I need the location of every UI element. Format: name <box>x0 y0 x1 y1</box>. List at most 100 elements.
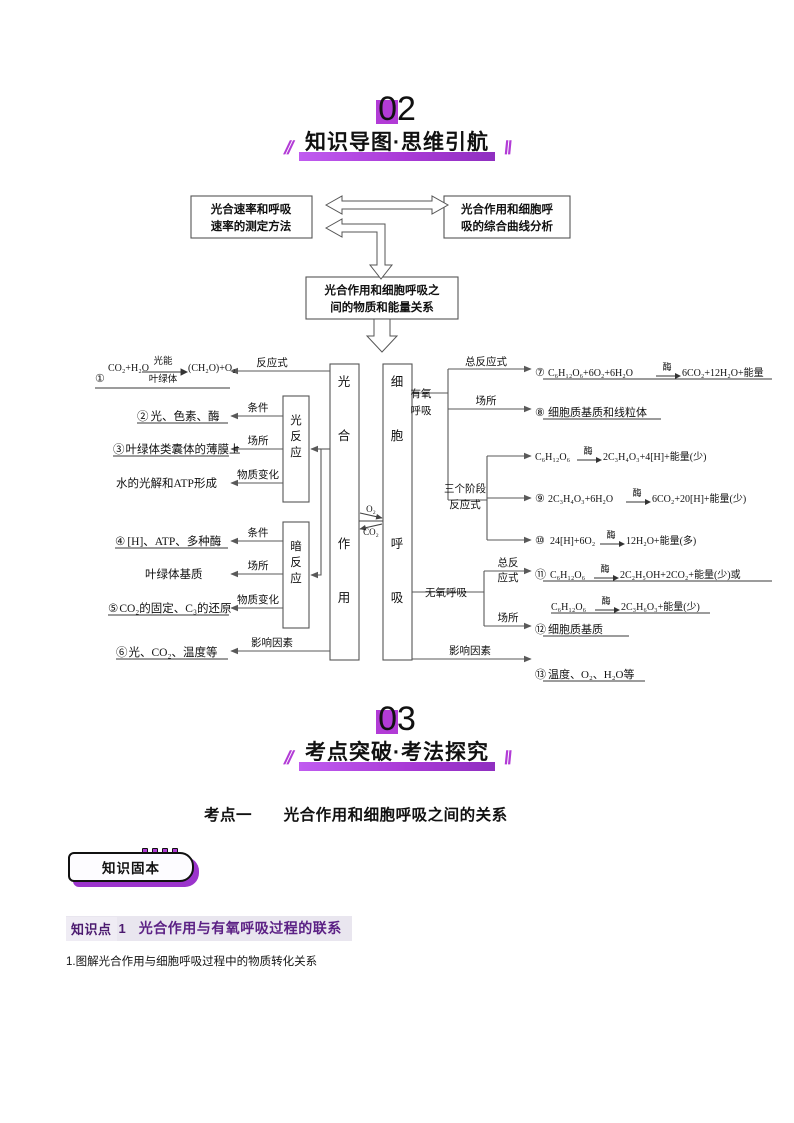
box-right-line2: 吸的综合曲线分析 <box>461 219 553 233</box>
kaodian-title: 光合作用和细胞呼吸之间的关系 <box>283 807 508 824</box>
right-item-11b-enzyme: 酶 <box>601 595 610 606</box>
right-item-7-rhs: 6CO₂+12H₂O+能量 <box>682 366 764 379</box>
kaodian-label: 考点一 <box>204 807 253 824</box>
svg-text:应: 应 <box>290 571 302 585</box>
right-item-s1-rhs: 2C₃H₄O₃+4[H]+能量(少) <box>603 450 706 463</box>
right-item-s1-enzyme: 酶 <box>583 445 592 456</box>
left-item-7-text: CO₂的固定、C₃的还原 <box>119 601 231 615</box>
dark-reaction-label: 暗反应 <box>290 539 302 585</box>
svg-text:光: 光 <box>338 375 351 389</box>
edge-label-total-eq-1: 总反应式 <box>465 355 507 368</box>
svg-text:应: 应 <box>290 445 302 459</box>
zhishi-guben-tab[interactable]: 知识固本 <box>66 848 206 892</box>
right-item-8-id: ⑧ <box>535 407 545 419</box>
spine-respiration-label: 细胞 呼吸 <box>391 375 404 605</box>
zhishidian-number: 1 <box>118 920 126 936</box>
light-reaction-label: 光反应 <box>290 413 302 459</box>
svg-text:胞: 胞 <box>391 429 404 443</box>
section-title-03: 考点突破·考法探究 <box>305 741 489 764</box>
right-item-9-rhs: 6CO₂+20[H]+能量(少) <box>652 492 746 505</box>
svg-text:用: 用 <box>338 591 351 605</box>
section-number-square-03 <box>376 710 399 734</box>
svg-text:反: 反 <box>290 430 302 443</box>
edge-label-total-eq-2-line2: 应式 <box>498 571 519 584</box>
gas-o2-label: O₂ <box>366 504 376 514</box>
knowledge-map-diagram: 光合速率和呼吸 速率的测定方法 光合作用和细胞呼 吸的综合曲线分析 光合作用和细… <box>95 195 772 682</box>
section-title-wrap-02: 知识导图·思维引航 <box>299 126 495 162</box>
section-number-text-02: 02 <box>378 90 416 128</box>
svg-text:反: 反 <box>290 556 302 569</box>
edge-label-reaction-formula: 反应式 <box>256 356 288 369</box>
left-item-1-lhs: CO₂+H₂O <box>108 363 149 374</box>
left-item-3: ③叶绿体类囊体的薄膜上 <box>113 442 241 456</box>
box-center-line1: 光合作用和细胞呼吸之 <box>324 283 440 297</box>
stages-label-line2: 反应式 <box>449 498 481 511</box>
spine-photosynthesis-label: 光合 作用 <box>338 375 351 605</box>
right-item-13-text: 温度、O₂、H₂O等 <box>548 667 635 681</box>
svg-text:细: 细 <box>391 375 404 389</box>
left-item-4-text: 水的光解和ATP形成 <box>116 476 217 490</box>
banner-slash-right-03: \\ <box>500 748 514 769</box>
zhishidian-tag: 知识点 <box>66 916 117 941</box>
left-item-1-rhs: (CH₂O)+O₂ <box>188 363 236 374</box>
svg-text:呼: 呼 <box>391 537 404 551</box>
left-item-2-id: ② <box>137 410 149 423</box>
edge-label-site-anaerobic: 场所 <box>498 611 519 624</box>
left-item-6-text: 叶绿体基质 <box>145 567 203 581</box>
edge-label-matter-change-2: 物质变化 <box>237 593 279 606</box>
edge-label-matter-change-1: 物质变化 <box>237 468 279 481</box>
left-item-7-id: ⑤ <box>108 603 118 615</box>
left-item-7: ⑤CO₂的固定、C₃的还原 <box>108 601 231 615</box>
aerobic-label-line2: 呼吸 <box>411 405 432 417</box>
section-banner-02: 02 // 知识导图·思维引航 \\ <box>0 90 794 162</box>
right-item-11-lhs: C₆H₁₂O₆ <box>550 570 586 581</box>
right-item-10-enzyme: 酶 <box>606 529 615 540</box>
tab-body: 知识固本 <box>68 852 194 882</box>
section-number-02: 02 <box>376 90 416 128</box>
right-item-11b-rhs: 2C₃H₆O₃+能量(少) <box>621 600 700 613</box>
edge-label-condition-1: 条件 <box>248 401 269 414</box>
svg-text:作: 作 <box>338 537 351 551</box>
edge-label-site-2: 场所 <box>248 559 269 572</box>
right-item-11-enzyme: 酶 <box>600 563 609 574</box>
edge-label-total-eq-2-line1: 总反 <box>498 556 519 569</box>
svg-text:暗: 暗 <box>290 539 302 553</box>
box-center-line2: 间的物质和能量关系 <box>330 300 434 314</box>
anaerobic-label: 无氧呼吸 <box>425 586 467 599</box>
right-item-13-id: ⑬ <box>535 668 546 681</box>
section-title-underbar-03 <box>299 762 495 771</box>
right-item-9-enzyme: 酶 <box>632 487 641 498</box>
right-item-9-lhs: 2C₃H₄O₃+6H₂O <box>548 494 613 505</box>
edge-label-site-aerobic: 场所 <box>476 394 497 407</box>
left-item-1-below: 叶绿体 <box>149 373 178 385</box>
left-item-1-above: 光能 <box>153 355 173 367</box>
section-title-underbar-02 <box>299 152 495 161</box>
right-item-10-id: ⑩ <box>535 535 545 547</box>
right-item-12-id: ⑫ <box>535 623 546 636</box>
right-item-11b-lhs: C₆H₁₂O₆ <box>551 602 587 613</box>
tab-label: 知识固本 <box>102 861 160 876</box>
right-item-12-text: 细胞质基质 <box>548 623 603 636</box>
right-item-7-lhs: C₆H₁₂O₆+6O₂+6H₂O <box>548 368 633 379</box>
kaodian-heading: 考点一 光合作用和细胞呼吸之间的关系 <box>204 803 508 825</box>
zhishidian-title: 光合作用与有氧呼吸过程的联系 <box>138 920 342 936</box>
left-item-8: ⑥光、CO₂、温度等 <box>116 645 217 659</box>
edge-label-condition-2: 条件 <box>248 526 269 539</box>
edge-label-influence-right: 影响因素 <box>449 644 491 657</box>
right-item-11-id: ⑪ <box>535 568 546 581</box>
right-item-9-id: ⑨ <box>535 493 545 505</box>
left-item-5-text: [H]、ATP、多种酶 <box>127 534 221 548</box>
left-item-3-text: 叶绿体类囊体的薄膜上 <box>126 442 241 456</box>
edge-label-influence-left: 影响因素 <box>251 636 293 649</box>
left-item-2-text: 光、色素、酶 <box>151 409 220 423</box>
section-banner-03: 03 // 考点突破·考法探究 \\ <box>0 700 794 772</box>
svg-text:合: 合 <box>338 428 351 443</box>
section-title-02: 知识导图·思维引航 <box>305 131 489 154</box>
right-item-10-rhs: 12H₂O+能量(多) <box>626 534 696 547</box>
right-item-8-text: 细胞质基质和线粒体 <box>548 405 647 419</box>
left-item-5-id: ④ <box>115 536 125 548</box>
box-right-line1: 光合作用和细胞呼 <box>460 202 553 216</box>
gas-co2-label: CO₂ <box>363 527 379 537</box>
stages-label-line1: 三个阶段 <box>444 482 486 495</box>
